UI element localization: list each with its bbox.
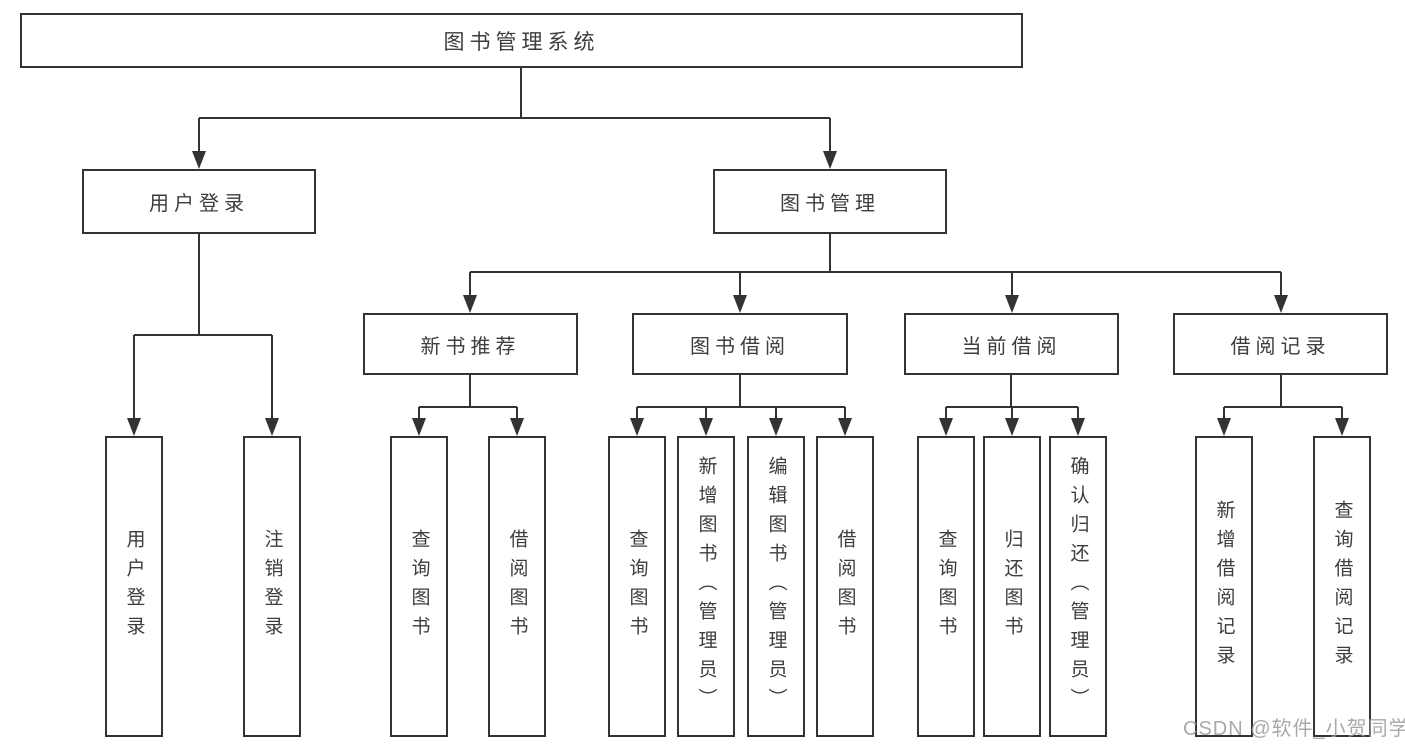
connector-root: [198, 68, 831, 153]
node-label: 图书管理: [780, 193, 880, 215]
node-book-borrowing: 图书借阅: [632, 313, 848, 375]
node-label: 注销登录: [261, 528, 283, 645]
arrow-down-icon: [838, 418, 852, 436]
node-book-management: 图书管理: [713, 169, 947, 234]
arrow-down-icon: [127, 418, 141, 436]
arrow-down-icon: [733, 295, 747, 313]
node-borrow-query-books: 查询图书: [608, 436, 666, 737]
node-label: 借阅记录: [1230, 335, 1331, 358]
node-label: 用户登录: [149, 193, 249, 215]
arrow-down-icon: [1005, 418, 1019, 436]
arrow-down-icon: [192, 151, 206, 169]
connector-borrow: [636, 375, 846, 420]
node-label: 用户登录: [123, 528, 145, 645]
node-label: 借阅图书: [834, 528, 856, 645]
arrow-down-icon: [699, 418, 713, 436]
node-label: 新增借阅记录: [1213, 499, 1235, 674]
node-new-book-recommendation: 新书推荐: [363, 313, 578, 375]
node-current-confirm-return-admin: 确认归还（管理员）: [1049, 436, 1107, 737]
node-logout: 注销登录: [243, 436, 301, 737]
arrow-down-icon: [510, 418, 524, 436]
node-current-query-books: 查询图书: [917, 436, 975, 737]
node-label: 编辑图书（管理员）: [765, 456, 787, 717]
connector-current: [945, 375, 1079, 420]
node-recommend-query-books: 查询图书: [390, 436, 448, 737]
arrow-down-icon: [1005, 295, 1019, 313]
node-label: 查询图书: [626, 528, 648, 645]
node-current-borrowing: 当前借阅: [904, 313, 1119, 375]
node-recommend-borrow-books: 借阅图书: [488, 436, 546, 737]
node-records-query-record: 查询借阅记录: [1313, 436, 1371, 737]
node-label: 当前借阅: [961, 335, 1062, 358]
node-label: 图书借阅: [690, 335, 790, 358]
node-user-login: 用户登录: [82, 169, 316, 234]
arrow-down-icon: [1217, 418, 1231, 436]
arrow-down-icon: [823, 151, 837, 169]
arrow-down-icon: [1071, 418, 1085, 436]
node-borrowing-records: 借阅记录: [1173, 313, 1388, 375]
node-library-system: 图书管理系统: [20, 13, 1023, 68]
arrow-down-icon: [412, 418, 426, 436]
connector-user-login: [133, 234, 273, 420]
arrow-down-icon: [463, 295, 477, 313]
node-current-return-books: 归还图书: [983, 436, 1041, 737]
node-label: 新增图书（管理员）: [695, 456, 717, 717]
node-label: 查询图书: [935, 528, 957, 645]
node-label: 图书管理系统: [443, 30, 600, 54]
arrow-down-icon: [939, 418, 953, 436]
node-label: 查询图书: [408, 528, 430, 645]
node-records-add-record: 新增借阅记录: [1195, 436, 1253, 737]
arrow-down-icons: [127, 151, 1349, 436]
connector-recommend: [418, 375, 518, 420]
arrow-down-icon: [265, 418, 279, 436]
arrow-down-icon: [1335, 418, 1349, 436]
node-user-login-leaf: 用户登录: [105, 436, 163, 737]
arrow-down-icon: [769, 418, 783, 436]
csdn-watermark: CSDN @软件_小贺同学: [1183, 718, 1405, 740]
node-borrow-edit-books-admin: 编辑图书（管理员）: [747, 436, 805, 737]
node-label: 归还图书: [1001, 528, 1023, 645]
arrow-down-icon: [630, 418, 644, 436]
node-label: 新书推荐: [420, 335, 521, 358]
node-label: 确认归还（管理员）: [1067, 456, 1089, 717]
connector-records: [1223, 375, 1343, 420]
node-label: 查询借阅记录: [1331, 499, 1353, 674]
arrow-down-icon: [1274, 295, 1288, 313]
node-borrow-borrow-books: 借阅图书: [816, 436, 874, 737]
connector-book-mgmt: [469, 234, 1282, 297]
node-label: 借阅图书: [506, 528, 528, 645]
node-borrow-add-books-admin: 新增图书（管理员）: [677, 436, 735, 737]
